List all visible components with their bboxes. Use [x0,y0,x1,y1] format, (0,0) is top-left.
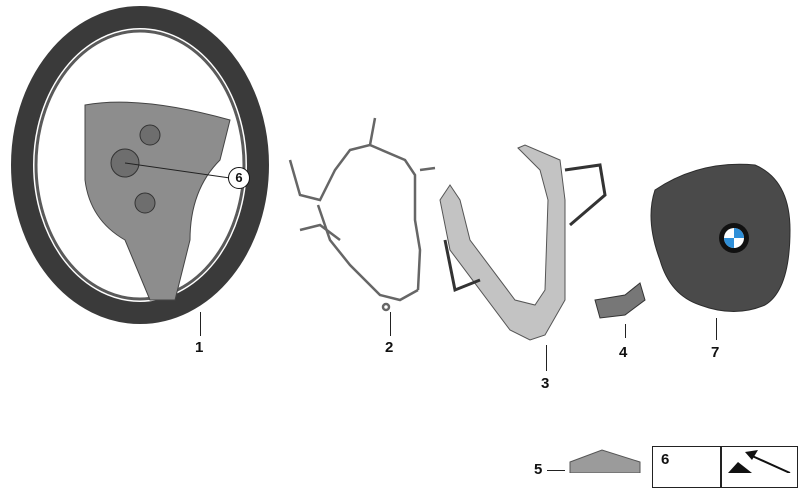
trim-cover-drawing [439,144,607,341]
legend-box-screw: 6 [652,446,722,488]
part-label-5: 5 [534,461,543,478]
part-label-1: 1 [195,339,204,356]
leader-line-7 [716,318,717,340]
steering-wheel-drawing [11,6,269,324]
legend-label-6: 6 [661,451,670,468]
part-label-3: 3 [541,375,550,392]
leader-line-1 [200,312,201,336]
parts-illustration [11,6,791,473]
part-label-4: 4 [619,344,628,361]
part-label-7: 7 [711,344,720,361]
wiring-harness-drawing [288,117,436,312]
parts-box-drawing [569,449,641,473]
leader-line-2 [390,312,391,336]
arrow-drawing [728,450,791,473]
legend-box-arrow [720,446,798,488]
airbag-drawing [650,163,791,312]
leader-line-3 [546,345,547,371]
leader-line-4 [625,324,626,338]
part-label-2: 2 [385,339,394,356]
leader-line-5 [547,470,565,471]
switch-drawing [594,282,646,319]
callout-screw: 6 [228,167,250,189]
